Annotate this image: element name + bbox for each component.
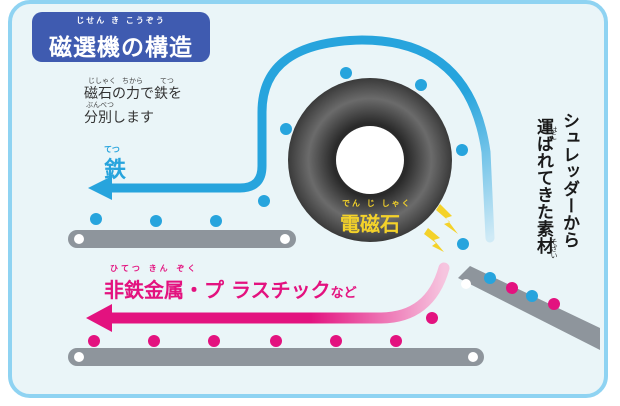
input-conveyor-belt [458, 266, 600, 350]
nonferrous-particle [208, 335, 220, 347]
nonferrous-particle [330, 335, 342, 347]
nonferrous-label-suffix: など [330, 286, 357, 301]
belt-roller [468, 352, 478, 362]
title-box: じせん き こうぞう 磁選機の構造 [32, 12, 210, 62]
source-label-line-2: 運ばれてきた素材 [533, 118, 553, 254]
description-ruby: ぶんべつ [86, 101, 114, 109]
electromagnet-ruby: でん じ しゃく [342, 199, 412, 208]
description-ruby: ちから [122, 77, 143, 85]
page-title: 磁選機の構造 [49, 35, 193, 61]
iron-particle [415, 79, 427, 91]
nonferrous-ruby: ひてつ きん ぞく [110, 264, 199, 273]
electromagnet-label: 電磁石 [340, 212, 400, 236]
iron-particle [258, 195, 270, 207]
nonferrous-conveyor-belt [68, 348, 484, 366]
nonferrous-flow-arrow [102, 262, 450, 324]
nonferrous-particle [506, 282, 518, 294]
belt-roller [74, 352, 84, 362]
nonferrous-particle [148, 335, 160, 347]
belt-roller [461, 279, 471, 289]
lightning-bolt-2 [424, 228, 444, 252]
source-ruby-b: そざい [550, 238, 558, 259]
iron-particle [484, 272, 496, 284]
iron-particle [456, 144, 468, 156]
nonferrous-particle [548, 298, 560, 310]
iron-label: 鉄 [104, 158, 127, 183]
iron-arrow-head [88, 176, 112, 200]
nonferrous-particle [390, 335, 402, 347]
description-line-1: 磁石の力で鉄を [84, 86, 182, 102]
nonferrous-particle [88, 335, 100, 347]
iron-particle [340, 67, 352, 79]
description-line-2: 分別します [84, 110, 154, 126]
nonferrous-arrow-head [86, 304, 112, 332]
belt-roller [74, 234, 84, 244]
lightning-bolt [436, 204, 458, 234]
nonferrous-label: 非鉄金属・プ ラスチックなど [104, 274, 357, 303]
description-ruby: てつ [160, 77, 174, 85]
iron-flow-arrow [103, 35, 495, 243]
drum-hub [336, 126, 404, 194]
description-ruby: じしゃく [88, 77, 116, 85]
nonferrous-label-main: 非鉄金属・プ ラスチック [104, 278, 331, 302]
iron-particle [280, 123, 292, 135]
iron-particle [90, 213, 102, 225]
title-ruby: じせん き こうぞう [76, 16, 166, 25]
source-ruby-a: はこ [550, 126, 558, 140]
iron-particle [457, 238, 469, 250]
belt-roller [280, 234, 290, 244]
iron-particle [526, 290, 538, 302]
source-label-line-1: シュレッダーから [559, 112, 579, 248]
iron-particle [210, 215, 222, 227]
iron-particle [150, 215, 162, 227]
iron-ruby: てつ [104, 145, 120, 154]
nonferrous-particle [426, 312, 438, 324]
nonferrous-particle [270, 335, 282, 347]
iron-conveyor-belt [68, 230, 296, 248]
